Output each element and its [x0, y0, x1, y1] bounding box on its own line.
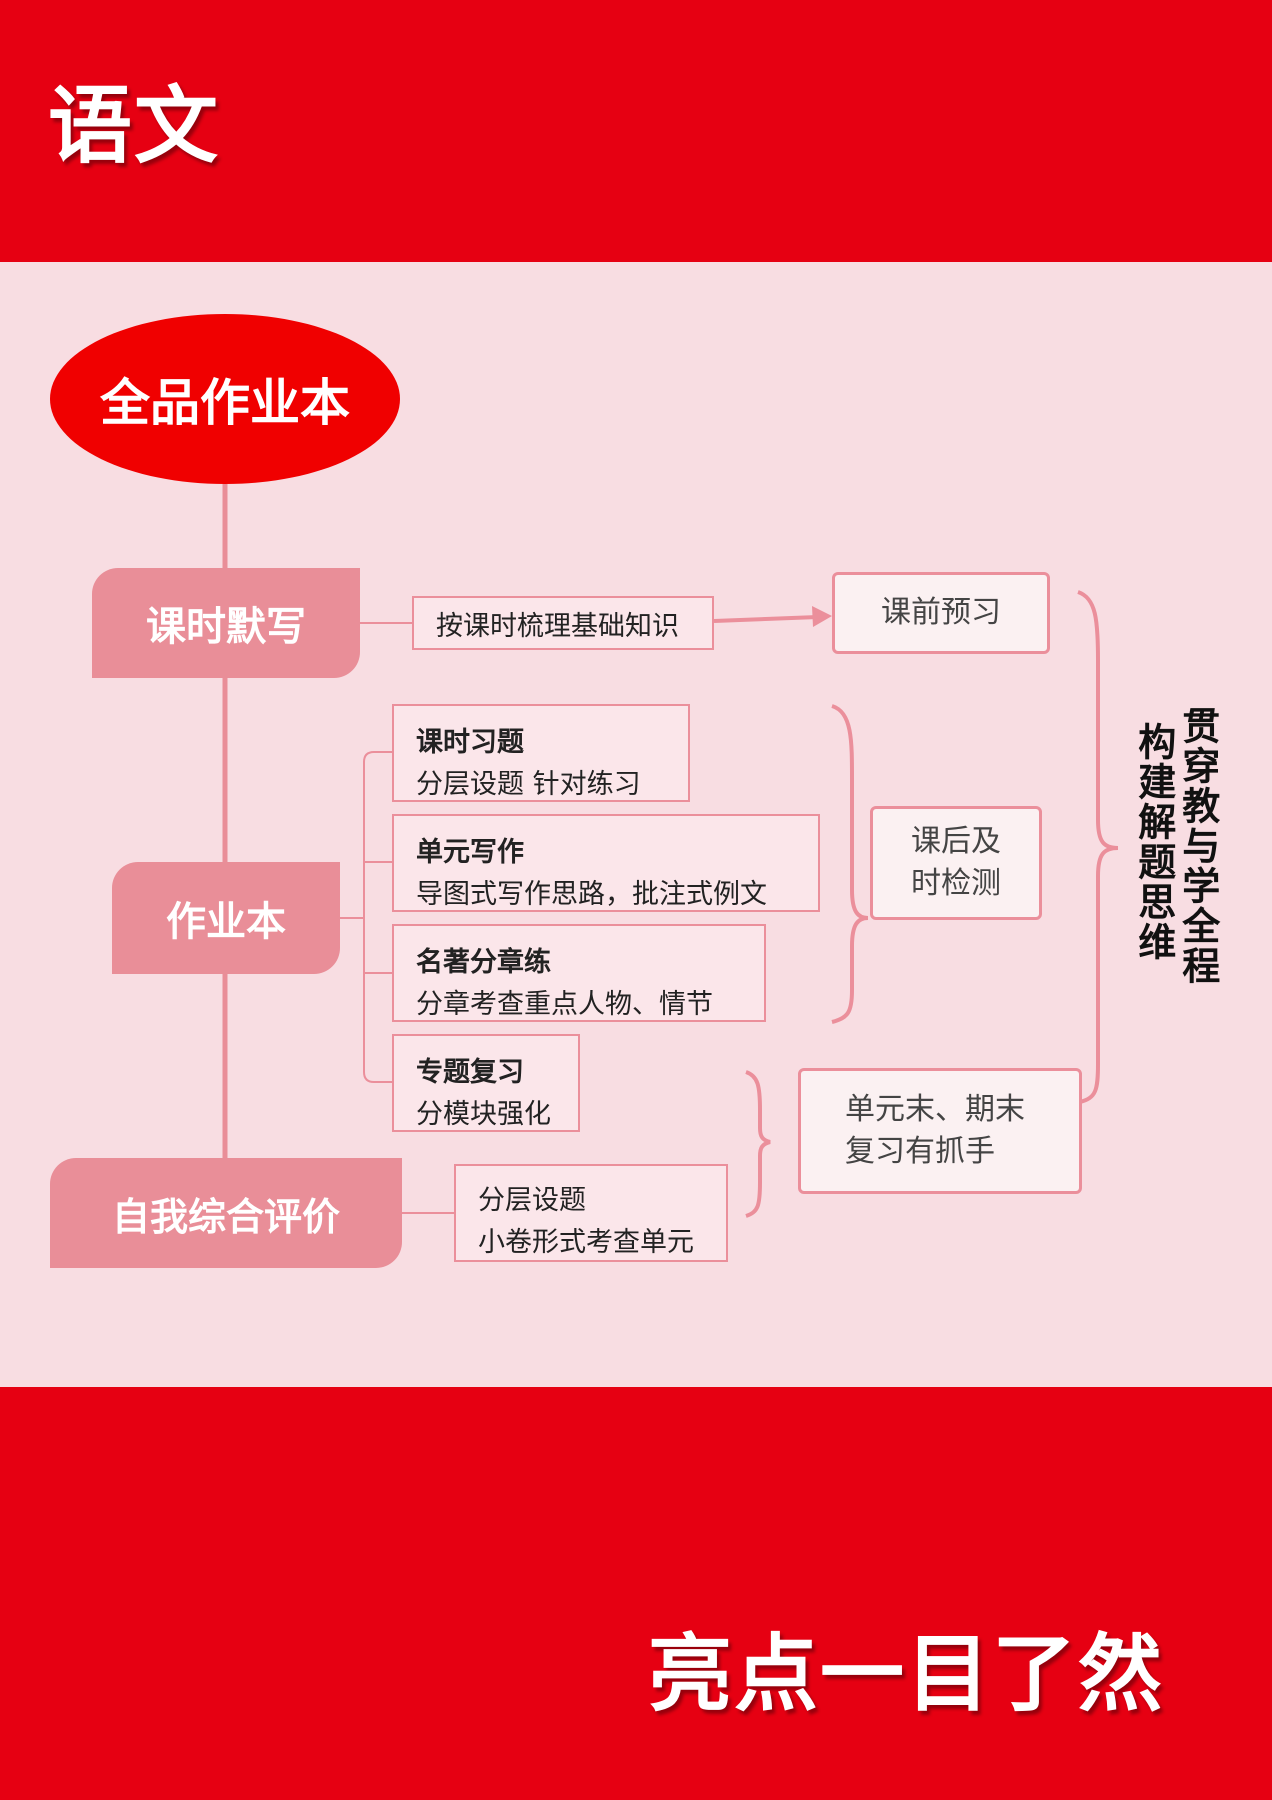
after-class-line1: 课后及: [911, 824, 1001, 859]
unit-writing-desc: 导图式写作思路，批注式例文: [416, 879, 767, 910]
review-line1: 单元末、期末: [845, 1092, 1025, 1127]
slogan: 亮点一目了然: [647, 1625, 1164, 1723]
summary-col2: 构建解题思维: [1131, 722, 1176, 962]
category-homework: 作业本: [112, 862, 340, 974]
category-lesson-dictation: 课时默写: [92, 568, 360, 678]
classics-desc: 分章考查重点人物、情节: [416, 989, 713, 1020]
lesson-exercises-desc: 分层设题 针对练习: [416, 769, 641, 800]
unit-writing-box: 单元写作 导图式写作思路，批注式例文: [392, 814, 820, 912]
preview-label: 课前预习: [881, 595, 1001, 630]
review-line2: 复习有抓手: [845, 1134, 995, 1169]
lesson-exercises-title: 课时习题: [416, 727, 524, 758]
topic-review-box: 专题复习 分模块强化: [392, 1034, 580, 1132]
category-self-evaluation: 自我综合评价: [50, 1158, 402, 1268]
lesson-exercises-box: 课时习题 分层设题 针对练习: [392, 704, 690, 802]
review-box: 单元末、期末 复习有抓手: [798, 1068, 1082, 1194]
summary-col1: 贯穿教与学全程: [1175, 706, 1220, 986]
footer-band: [0, 1387, 1272, 1800]
topic-review-title: 专题复习: [416, 1057, 524, 1088]
unit-writing-title: 单元写作: [416, 837, 524, 868]
self-eval-line2: 小卷形式考查单元: [478, 1227, 694, 1258]
preview-box: 课前预习: [832, 572, 1050, 654]
after-class-box: 课后及 时检测: [870, 806, 1042, 920]
classics-box: 名著分章练 分章考查重点人物、情节: [392, 924, 766, 1022]
dictation-box: 按课时梳理基础知识: [412, 596, 714, 650]
subject-title: 语文: [48, 77, 221, 175]
topic-review-desc: 分模块强化: [416, 1099, 551, 1130]
self-eval-box: 分层设题 小卷形式考查单元: [454, 1164, 728, 1262]
header-band: [0, 0, 1272, 262]
root-node: 全品作业本: [50, 314, 400, 484]
classics-title: 名著分章练: [416, 947, 551, 978]
self-eval-line1: 分层设题: [478, 1185, 586, 1216]
dictation-desc: 按课时梳理基础知识: [436, 610, 679, 642]
after-class-line2: 时检测: [911, 866, 1001, 901]
